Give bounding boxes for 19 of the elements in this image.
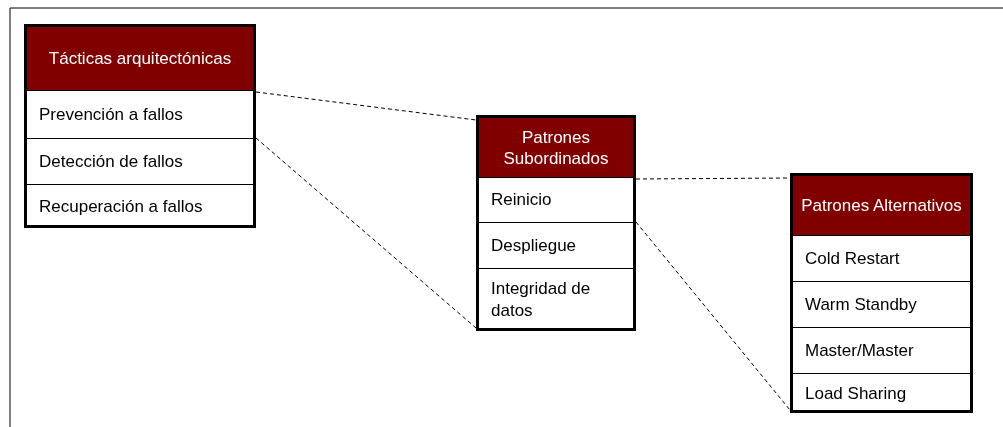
table-box	[476, 115, 636, 331]
row-label: Cold Restart	[804, 247, 901, 270]
dashed-connector	[255, 137, 477, 329]
table-header: Tácticas arquitectónicas	[27, 27, 253, 90]
row-label: Recuperación a fallos	[38, 195, 204, 218]
table-header: Patrones Alternativos	[793, 176, 970, 235]
row-label: Warm Standby	[804, 293, 918, 316]
row-label: Load Sharing	[804, 382, 908, 405]
row-label: Integridad de datos	[490, 278, 592, 322]
table-box	[790, 173, 973, 413]
table-header: Patrones Subordinados	[479, 118, 633, 177]
dashed-connector	[255, 91, 477, 121]
row-label: Master/Master	[804, 339, 915, 362]
table-box	[24, 24, 256, 228]
row-label: Reinicio	[490, 189, 553, 211]
row-label: Detección de fallos	[38, 150, 184, 173]
dashed-connector	[635, 221, 791, 411]
row-label: Prevención a fallos	[38, 103, 184, 126]
row-label: Despliegue	[490, 234, 578, 257]
